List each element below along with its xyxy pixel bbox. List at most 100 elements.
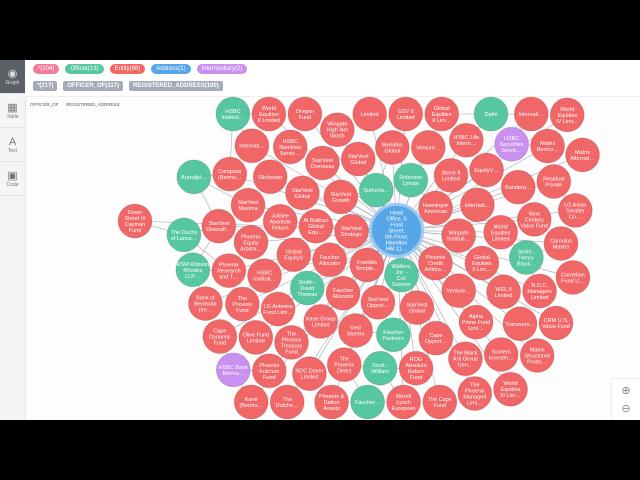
node-entity[interactable]	[319, 112, 355, 148]
node-entity[interactable]	[448, 122, 484, 158]
node-entity[interactable]	[202, 319, 238, 355]
node-entity[interactable]	[262, 203, 298, 239]
sidebar-item-code[interactable]: ▣Code	[0, 162, 25, 196]
node-entity[interactable]	[418, 190, 454, 226]
node-entity[interactable]	[238, 319, 274, 355]
node-entity[interactable]	[543, 225, 579, 261]
node-entity[interactable]	[234, 128, 270, 164]
label-tag-all[interactable]: *(104)	[33, 64, 60, 74]
node-officer[interactable]	[384, 257, 420, 293]
node-officer[interactable]	[362, 350, 398, 386]
node-entity[interactable]	[326, 347, 362, 383]
node-entity[interactable]	[483, 214, 519, 250]
node-intermediary[interactable]	[494, 126, 530, 162]
rel-tag-all[interactable]: *(217)	[33, 81, 58, 91]
node-entity[interactable]	[433, 157, 469, 193]
node-entity[interactable]	[557, 192, 593, 228]
sidebar-item-graph[interactable]: ◉Graph	[0, 60, 25, 94]
node-entity[interactable]	[224, 286, 260, 322]
node-entity[interactable]	[303, 303, 339, 339]
node-entity[interactable]	[340, 141, 376, 177]
node-officer[interactable]	[289, 270, 325, 306]
node-entity[interactable]	[272, 129, 308, 165]
node-entity[interactable]	[459, 187, 495, 223]
node-entity[interactable]	[441, 218, 477, 254]
node-entity[interactable]	[386, 384, 422, 420]
node-entity[interactable]	[233, 224, 269, 260]
node-entity[interactable]	[298, 208, 334, 244]
node-entity[interactable]	[538, 305, 574, 341]
node-officer[interactable]	[350, 384, 386, 420]
node-entity[interactable]	[555, 259, 591, 295]
node-entity[interactable]	[349, 247, 385, 283]
node-entity[interactable]	[274, 324, 310, 360]
node-entity[interactable]	[424, 96, 460, 132]
node-entity[interactable]	[314, 384, 350, 420]
node-entity[interactable]	[117, 203, 153, 239]
node-officer[interactable]	[375, 317, 411, 353]
node-entity[interactable]	[519, 337, 555, 373]
node-entity[interactable]	[251, 96, 287, 132]
rel-tag-officer-of[interactable]: OFFICER_OF(117)	[63, 81, 124, 91]
node-entity[interactable]	[522, 273, 558, 309]
label-tag-entity[interactable]: Entity(88)	[109, 64, 146, 74]
node-entity[interactable]	[233, 384, 269, 420]
node-entity[interactable]	[211, 253, 247, 289]
node-entity[interactable]	[536, 164, 572, 200]
node-entity[interactable]	[247, 258, 283, 294]
node-entity[interactable]	[418, 320, 454, 356]
node-officer[interactable]	[175, 252, 211, 288]
node-entity[interactable]	[410, 129, 446, 165]
node-entity[interactable]	[323, 179, 359, 215]
node-intermediary[interactable]	[215, 352, 251, 388]
node-entity[interactable]	[284, 175, 320, 211]
node-entity[interactable]	[457, 376, 493, 412]
node-entity[interactable]	[338, 312, 374, 348]
node-entity[interactable]	[513, 96, 549, 132]
zoom-in-icon[interactable]: ⊕	[621, 385, 631, 397]
node-officer[interactable]	[166, 217, 202, 253]
node-entity[interactable]	[458, 304, 494, 340]
node-officer[interactable]	[508, 240, 544, 276]
node-entity[interactable]	[565, 137, 601, 173]
node-officer[interactable]	[358, 172, 394, 208]
node-entity[interactable]	[352, 96, 388, 132]
sidebar-item-table[interactable]: ▦Table	[0, 94, 25, 128]
node-entity[interactable]	[502, 306, 538, 342]
node-entity[interactable]	[325, 275, 361, 311]
node-entity[interactable]	[417, 245, 453, 281]
node-entity[interactable]	[399, 290, 435, 326]
node-entity[interactable]	[530, 128, 566, 164]
node-entity[interactable]	[464, 245, 500, 281]
node-entity[interactable]	[212, 156, 248, 192]
node-entity[interactable]	[187, 286, 223, 322]
node-entity[interactable]	[260, 291, 296, 327]
node-entity[interactable]	[201, 208, 237, 244]
node-entity[interactable]	[388, 96, 424, 132]
label-tag-officer[interactable]: Officer(13)	[65, 64, 104, 74]
node-entity[interactable]	[398, 350, 434, 386]
node-entity[interactable]	[269, 384, 305, 420]
node-entity[interactable]	[441, 273, 477, 309]
node-address[interactable]	[369, 202, 425, 258]
node-entity[interactable]	[276, 237, 312, 273]
node-entity[interactable]	[291, 356, 327, 392]
node-officer[interactable]	[473, 96, 509, 132]
node-entity[interactable]	[252, 159, 288, 195]
node-entity[interactable]	[334, 213, 370, 249]
node-entity[interactable]	[374, 129, 410, 165]
node-entity[interactable]	[486, 274, 522, 310]
node-entity[interactable]	[422, 384, 458, 420]
node-entity[interactable]	[287, 96, 323, 132]
node-entity[interactable]	[312, 242, 348, 278]
node-entity[interactable]	[483, 336, 519, 372]
node-entity[interactable]	[304, 145, 340, 181]
node-entity[interactable]	[500, 169, 536, 205]
label-tag-address[interactable]: Address(1)	[151, 64, 191, 74]
node-entity[interactable]	[493, 371, 529, 407]
label-tag-intermediary[interactable]: Intermediary(2)	[196, 64, 248, 74]
node-entity[interactable]	[251, 353, 287, 389]
node-entity[interactable]	[230, 187, 266, 223]
